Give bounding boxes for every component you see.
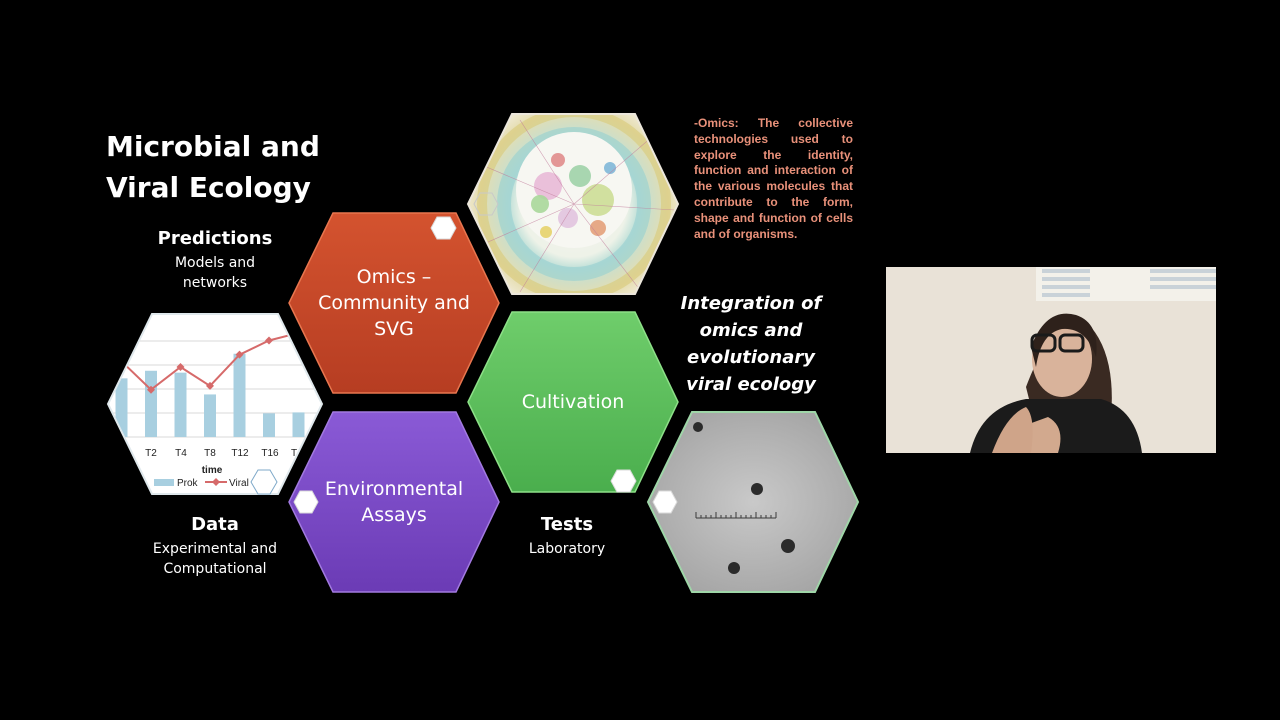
chart-bar bbox=[204, 394, 216, 437]
chart-axis-label: time bbox=[202, 465, 223, 476]
hex-marker-icon bbox=[250, 469, 278, 495]
chart-point bbox=[176, 362, 185, 371]
chart-tick-label: T8 bbox=[204, 448, 216, 459]
tests-sub: Laboratory bbox=[528, 541, 606, 557]
phylogenetic-tree-hexagon bbox=[466, 113, 680, 295]
hex-marker-icons bbox=[250, 192, 678, 514]
chart-tick-label: T2 bbox=[145, 448, 157, 459]
tests-heading: Tests bbox=[540, 514, 594, 535]
predictions-heading: Predictions bbox=[157, 228, 273, 249]
legend-label-prok: Prok bbox=[177, 478, 199, 489]
chart-point bbox=[265, 336, 273, 345]
chart-point bbox=[206, 381, 214, 390]
chart-point bbox=[235, 350, 244, 359]
data-sub: Experimental and Computational bbox=[152, 541, 278, 577]
cultivation-hexagon-label: Cultivation bbox=[521, 391, 625, 413]
chart-point bbox=[147, 385, 155, 394]
hex-marker-icon bbox=[430, 216, 457, 240]
omics-hexagon bbox=[288, 212, 500, 394]
presenter-webcam bbox=[886, 267, 1216, 453]
presenter-video bbox=[886, 267, 1216, 453]
chart-tick-label: T16 bbox=[261, 448, 279, 459]
hex-marker-icon bbox=[610, 469, 637, 493]
legend-label-viral: Viral bbox=[229, 478, 249, 489]
chart-tick-label: T bbox=[291, 448, 297, 459]
hex-marker-icon bbox=[652, 490, 678, 514]
omics-definition: -Omics: The collective technologies used… bbox=[694, 116, 853, 241]
chart-bar bbox=[292, 412, 305, 437]
predictions-sub: Models and networks bbox=[174, 255, 256, 291]
legend-marker-viral bbox=[212, 478, 220, 486]
legend-swatch-prok bbox=[154, 479, 174, 486]
hex-marker-icon bbox=[293, 490, 319, 514]
hex-marker-icon bbox=[473, 192, 499, 216]
cultivation-hexagon bbox=[467, 311, 679, 493]
chart-bar bbox=[174, 372, 187, 437]
environmental-hexagon-label: Environmental Assays bbox=[324, 478, 464, 526]
chart-point bbox=[294, 328, 303, 337]
omics-hexagon-label: Omics – Community and SVG bbox=[318, 266, 470, 340]
slide-title: Microbial and Viral Ecology bbox=[106, 130, 320, 204]
data-heading: Data bbox=[191, 514, 239, 535]
integration-heading: Integration of omics and evolutionary vi… bbox=[680, 293, 822, 395]
chart-bar bbox=[115, 378, 128, 437]
chart-tick-label: T4 bbox=[175, 448, 187, 459]
chart-bar bbox=[145, 370, 157, 437]
chart-bar bbox=[263, 413, 275, 437]
chart-point bbox=[117, 357, 126, 366]
micrograph-hexagon bbox=[646, 411, 860, 593]
environmental-hexagon bbox=[288, 411, 500, 593]
chart-tick-label: T12 bbox=[231, 448, 249, 459]
chart-bar bbox=[233, 353, 246, 437]
